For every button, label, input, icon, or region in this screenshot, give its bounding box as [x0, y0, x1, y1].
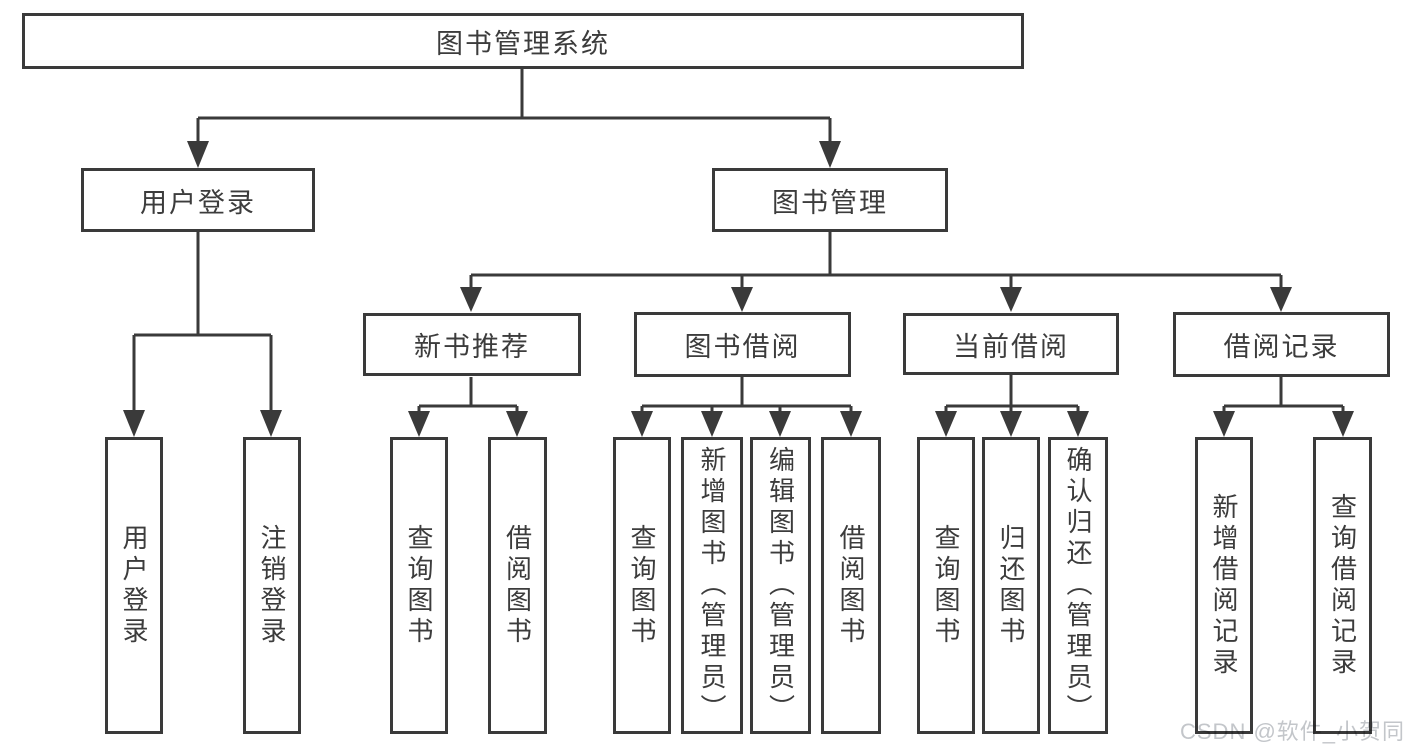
- node-book-management-label: 图书管理: [772, 187, 888, 218]
- arrowheads: [123, 141, 1354, 437]
- leaf-confirm-return-admin: 确认归还（管理员）: [1048, 437, 1108, 734]
- leaf-return-book: 归还图书: [982, 437, 1040, 734]
- leaf-borrow-books-recommend-label: 借阅图书: [502, 523, 533, 648]
- leaf-confirm-return-admin-label: 确认归还（管理员）: [1063, 446, 1093, 725]
- leaf-query-books-current: 查询图书: [917, 437, 975, 734]
- node-book-borrow-label: 图书借阅: [684, 332, 801, 362]
- node-current-borrow: 当前借阅: [903, 313, 1119, 375]
- leaf-borrow-books-borrow: 借阅图书: [821, 437, 881, 734]
- node-borrow-records: 借阅记录: [1173, 312, 1390, 377]
- leaf-logout: 注销登录: [243, 437, 301, 734]
- node-user-login: 用户登录: [81, 168, 315, 232]
- leaf-query-books-recommend: 查询图书: [390, 437, 448, 734]
- leaf-add-book-admin-label: 新增图书（管理员）: [697, 446, 727, 725]
- csdn-watermark: CSDN @软件_小贺同学: [1180, 719, 1405, 744]
- leaf-query-books-recommend-label: 查询图书: [404, 523, 434, 648]
- node-root-label: 图书管理系统: [436, 28, 610, 59]
- leaf-edit-book-admin: 编辑图书（管理员）: [750, 437, 811, 734]
- node-book-management: 图书管理: [712, 168, 948, 232]
- leaf-edit-book-admin-label: 编辑图书（管理员）: [765, 446, 796, 725]
- leaf-query-books-current-label: 查询图书: [931, 523, 961, 648]
- node-new-book-recommend-label: 新书推荐: [414, 332, 530, 362]
- leaf-borrow-books-borrow-label: 借阅图书: [836, 523, 866, 648]
- leaf-add-borrow-record-label: 新增借阅记录: [1209, 492, 1239, 679]
- leaf-borrow-books-recommend: 借阅图书: [488, 437, 547, 734]
- leaf-add-borrow-record: 新增借阅记录: [1195, 437, 1253, 734]
- node-root: 图书管理系统: [22, 13, 1024, 69]
- leaf-query-books-borrow-label: 查询图书: [627, 523, 657, 648]
- leaf-add-book-admin: 新增图书（管理员）: [681, 437, 743, 734]
- node-user-login-label: 用户登录: [140, 187, 256, 218]
- node-borrow-records-label: 借阅记录: [1223, 332, 1340, 362]
- node-new-book-recommend: 新书推荐: [363, 313, 581, 376]
- node-book-borrow: 图书借阅: [634, 312, 851, 377]
- leaf-logout-label: 注销登录: [257, 523, 287, 648]
- node-current-borrow-label: 当前借阅: [953, 331, 1069, 362]
- leaf-return-book-label: 归还图书: [996, 523, 1026, 648]
- leaf-user-login-label: 用户登录: [119, 523, 149, 648]
- leaf-query-borrow-record-label: 查询借阅记录: [1327, 492, 1358, 679]
- leaf-query-borrow-record: 查询借阅记录: [1313, 437, 1372, 734]
- leaf-query-books-borrow: 查询图书: [613, 437, 671, 734]
- leaf-user-login: 用户登录: [105, 437, 163, 734]
